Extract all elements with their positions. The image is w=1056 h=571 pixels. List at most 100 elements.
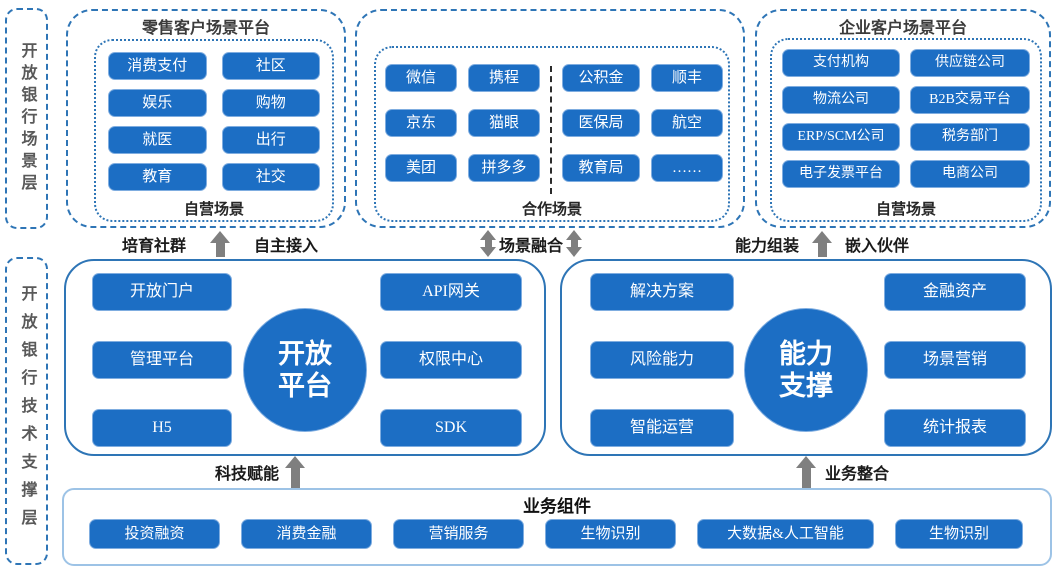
partner-node: 教育局	[562, 154, 640, 182]
flow-label-business-integration: 业务整合	[825, 466, 890, 483]
scene-node: 电商公司	[910, 160, 1030, 188]
flow-label-cultivate: 培育社群	[122, 237, 187, 255]
scene-node: 出行	[221, 126, 320, 154]
open-platform-circle: 开放 平台	[243, 308, 367, 432]
up-arrow-icon	[796, 455, 816, 489]
open-platform-box: 开放门户 管理平台 H5 开放 平台 API网关 权限中心 SDK	[64, 259, 546, 456]
partner-node: 公积金	[562, 64, 640, 92]
scene-node: 购物	[221, 89, 320, 117]
flow-capability-assembly-group: 能力组装 嵌入伙伴	[735, 230, 909, 257]
scene-layer-label: 开放银行场景层	[18, 41, 36, 196]
platform-node: SDK	[380, 409, 522, 447]
tech-layer-label: 开放银行技术支撑层	[18, 285, 36, 537]
flow-label-tech-enable: 科技赋能	[215, 466, 280, 483]
flow-tech-enable-group: 科技赋能	[215, 455, 306, 489]
open-platform-right-col: API网关 权限中心 SDK	[380, 273, 522, 447]
component-node: 大数据&人工智能	[697, 519, 874, 549]
scene-node: 教育	[108, 163, 207, 191]
capability-node: 智能运营	[590, 409, 734, 447]
scene-node: B2B交易平台	[910, 86, 1030, 114]
retail-platform-title: 零售客户场景平台	[141, 20, 270, 37]
open-platform-left-col: 开放门户 管理平台 H5	[92, 273, 232, 447]
capability-support-circle: 能力 支撑	[744, 308, 868, 432]
scene-node: 税务部门	[910, 123, 1030, 151]
platform-node: H5	[92, 409, 232, 447]
up-arrow-icon	[285, 455, 306, 489]
coop-platform-box: 微信 携程 京东 猫眼 美团 拼多多 公积金 顺丰 医保局 航空 教育局 …… …	[355, 9, 745, 228]
capability-left-col: 解决方案 风险能力 智能运营	[590, 273, 734, 447]
enterprise-platform-box: 企业客户场景平台 支付机构 供应链公司 物流公司 B2B交易平台 ERP/SCM…	[755, 9, 1051, 228]
business-components-row: 投资融资 消费金融 营销服务 生物识别 大数据&人工智能 生物识别	[89, 519, 1023, 549]
partner-node: 京东	[385, 109, 457, 137]
scene-node: 消费支付	[108, 52, 207, 80]
platform-node: 开放门户	[92, 273, 232, 311]
coop-items-left: 微信 携程 京东 猫眼 美团 拼多多	[385, 64, 540, 182]
up-arrow-icon	[812, 230, 833, 257]
partner-node: 微信	[385, 64, 457, 92]
scene-node: 娱乐	[108, 89, 207, 117]
capability-circle-line1: 能力	[779, 338, 833, 369]
partner-node: 美团	[385, 154, 457, 182]
partner-node: 携程	[468, 64, 540, 92]
business-components-box: 业务组件 投资融资 消费金融 营销服务 生物识别 大数据&人工智能 生物识别	[62, 488, 1052, 566]
retail-platform-box: 零售客户场景平台 消费支付 社区 娱乐 购物 就医 出行 教育 社交 自营场景	[66, 9, 346, 228]
enterprise-self-scene-box: 支付机构 供应链公司 物流公司 B2B交易平台 ERP/SCM公司 税务部门 电…	[770, 38, 1042, 222]
enterprise-items-grid: 支付机构 供应链公司 物流公司 B2B交易平台 ERP/SCM公司 税务部门 电…	[782, 49, 1030, 188]
capability-right-col: 金融资产 场景营销 统计报表	[884, 273, 1026, 447]
coop-caption: 合作场景	[521, 202, 582, 218]
coop-items: 微信 携程 京东 猫眼 美团 拼多多 公积金 顺丰 医保局 航空 教育局 ……	[385, 64, 723, 194]
partner-node: 航空	[651, 109, 723, 137]
scene-node: 社交	[221, 163, 320, 191]
flow-label-scene-fusion: 场景融合	[499, 237, 564, 255]
component-node: 消费金融	[241, 519, 372, 549]
open-platform-circle-line1: 开放	[278, 338, 332, 369]
business-components-title: 业务组件	[523, 497, 591, 516]
component-node: 投资融资	[89, 519, 220, 549]
partner-node: 医保局	[562, 109, 640, 137]
scene-node: 供应链公司	[910, 49, 1030, 77]
scene-node: 社区	[221, 52, 320, 80]
enterprise-platform-title: 企业客户场景平台	[838, 20, 967, 37]
component-node: 生物识别	[895, 519, 1023, 549]
tech-layer-label-box: 开放银行技术支撑层	[5, 257, 48, 565]
capability-node: 统计报表	[884, 409, 1026, 447]
partner-node: 顺丰	[651, 64, 723, 92]
flow-business-integration-group: 业务整合	[796, 455, 889, 489]
retail-self-scene-box: 消费支付 社区 娱乐 购物 就医 出行 教育 社交 自营场景	[94, 39, 334, 222]
coop-divider-line	[550, 66, 552, 194]
up-arrow-icon	[210, 230, 231, 257]
capability-node: 金融资产	[884, 273, 1026, 311]
up-down-arrow-icon	[566, 230, 583, 257]
flow-cultivate-group: 培育社群 自主接入	[122, 230, 318, 257]
scene-node: 就医	[108, 126, 207, 154]
component-node: 生物识别	[545, 519, 676, 549]
flow-scene-fusion-group: 场景融合	[480, 230, 583, 257]
capability-node: 风险能力	[590, 341, 734, 379]
retail-caption: 自营场景	[183, 202, 244, 218]
flow-label-capability-assembly: 能力组装	[735, 237, 800, 255]
retail-items-grid: 消费支付 社区 娱乐 购物 就医 出行 教育 社交	[108, 52, 320, 191]
capability-support-box: 解决方案 风险能力 智能运营 能力 支撑 金融资产 场景营销 统计报表	[560, 259, 1052, 456]
flow-label-self-access: 自主接入	[254, 237, 319, 255]
coop-scene-box: 微信 携程 京东 猫眼 美团 拼多多 公积金 顺丰 医保局 航空 教育局 …… …	[374, 46, 730, 222]
open-platform-circle-line2: 平台	[278, 371, 332, 401]
component-node: 营销服务	[393, 519, 524, 549]
capability-node: 解决方案	[590, 273, 734, 311]
partner-node: 猫眼	[468, 109, 540, 137]
platform-node: API网关	[380, 273, 522, 311]
platform-node: 权限中心	[380, 341, 522, 379]
capability-node: 场景营销	[884, 341, 1026, 379]
partner-node: 拼多多	[468, 154, 540, 182]
platform-node: 管理平台	[92, 341, 232, 379]
up-down-arrow-icon	[480, 230, 496, 257]
enterprise-caption: 自营场景	[875, 202, 936, 218]
coop-items-right: 公积金 顺丰 医保局 航空 教育局 ……	[562, 64, 723, 182]
capability-circle-line2: 支撑	[779, 371, 833, 401]
partner-node: ……	[651, 154, 723, 182]
scene-node: 电子发票平台	[782, 160, 900, 188]
scene-node: ERP/SCM公司	[782, 123, 900, 151]
scene-node: 支付机构	[782, 49, 900, 77]
scene-layer-label-box: 开放银行场景层	[5, 8, 48, 229]
scene-node: 物流公司	[782, 86, 900, 114]
